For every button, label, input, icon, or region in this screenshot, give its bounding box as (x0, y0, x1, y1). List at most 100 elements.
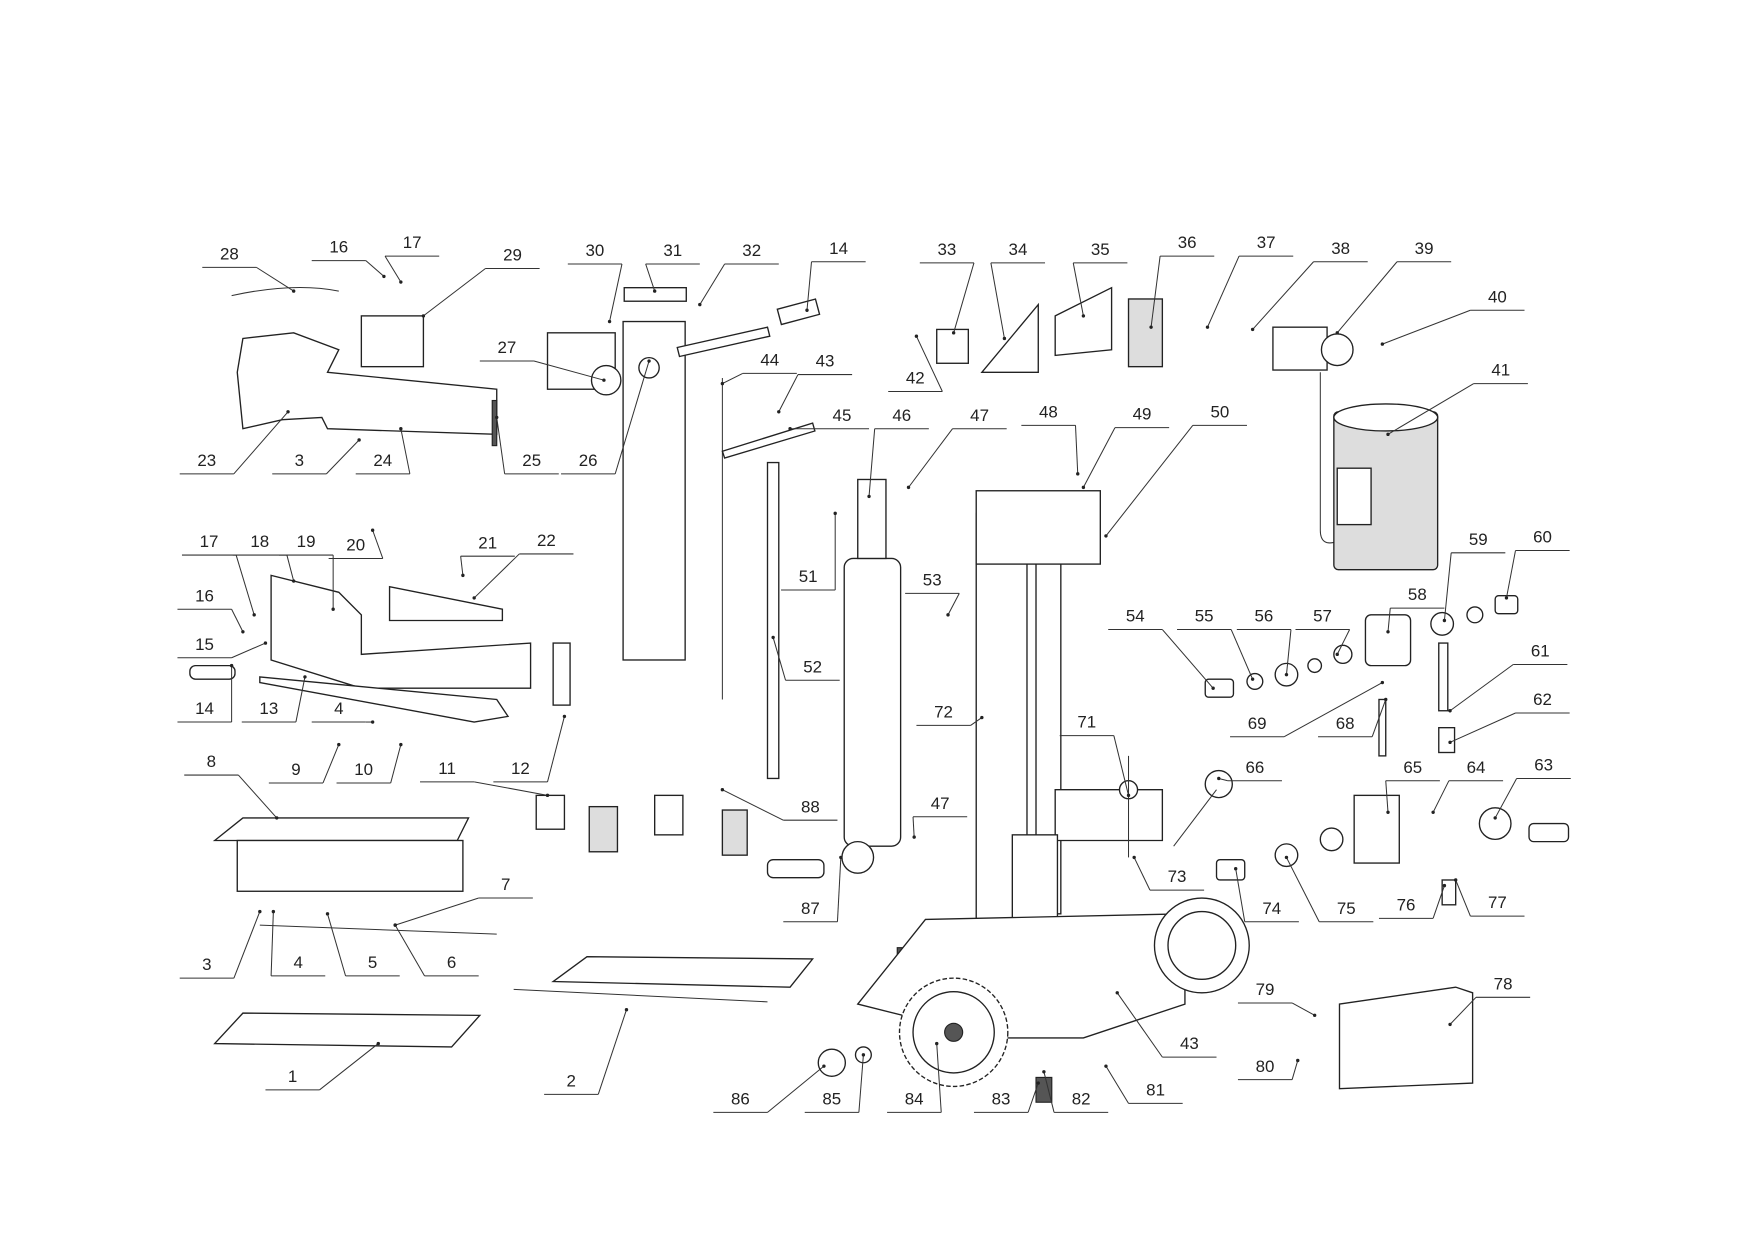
part-number-label: 86 (731, 1089, 750, 1108)
leader-dot (291, 289, 296, 293)
part-callout-44: 44 (720, 351, 797, 386)
part-callout-21: 21 (460, 533, 515, 578)
leader-line (722, 372, 743, 385)
leader-dot (291, 579, 296, 583)
part-callout-60: 60 (1504, 528, 1570, 600)
leader-line (400, 428, 411, 474)
part-number-label: 82 (1072, 1089, 1091, 1108)
leader-dot (1448, 740, 1452, 745)
part-callout-41: 41 (1386, 361, 1528, 437)
part-callout-55: 55 (1177, 607, 1255, 681)
leader-dot (1250, 327, 1255, 332)
leader-line (947, 593, 960, 616)
part-callout-77: 77 (1454, 878, 1525, 917)
part-callout-31: 31 (645, 241, 700, 293)
leader-line (1371, 699, 1387, 737)
part-callout-34: 34 (990, 240, 1046, 341)
leader-line (953, 262, 975, 333)
part-number-label: 6 (447, 953, 456, 972)
leader-line (1113, 735, 1130, 796)
leader-line (609, 263, 623, 322)
leader-dot (271, 909, 276, 914)
leader-dot (906, 485, 911, 490)
part-number-label: 73 (1168, 867, 1187, 886)
leader-dot (1454, 878, 1458, 882)
leader-line (547, 716, 565, 782)
part-callout-65: 65 (1385, 758, 1440, 814)
part-number-label: 55 (1195, 607, 1214, 626)
leader-line (1385, 780, 1389, 813)
part-number-label: 45 (833, 406, 852, 425)
part-number-label: 46 (892, 406, 911, 425)
part-number-label: 12 (511, 759, 530, 778)
leader-dot (1386, 630, 1390, 634)
part-number-label: 15 (195, 635, 214, 654)
part-callout-62: 62 (1448, 690, 1570, 745)
leader-line (322, 744, 340, 784)
part-number-label: 76 (1397, 895, 1416, 914)
leader-line (1116, 992, 1163, 1058)
leader-line (1449, 996, 1477, 1025)
part-number-label: 31 (663, 241, 682, 260)
leader-line (1027, 1082, 1039, 1113)
leader-dot (1380, 680, 1385, 685)
part-callout-10: 10 (336, 742, 403, 784)
part-callout-14: 14 (805, 239, 866, 312)
part-callout-20: 20 (328, 528, 384, 559)
part-number-label: 83 (992, 1089, 1011, 1108)
leader-line (270, 911, 274, 976)
leader-line (256, 266, 294, 292)
part-number-label: 58 (1408, 585, 1427, 604)
leader-dot (303, 675, 307, 679)
leader-dot (833, 511, 837, 516)
part-number-label: 38 (1331, 239, 1350, 258)
leader-dot (337, 742, 341, 747)
leader-line (645, 263, 656, 292)
part-number-label: 49 (1133, 405, 1152, 424)
part-callout-43: 43 (777, 352, 853, 414)
leader-line (327, 913, 347, 977)
part-callout-17: 17 (181, 532, 256, 617)
leader-line (990, 262, 1005, 339)
part-number-label: 3 (295, 451, 304, 470)
leader-dot (624, 1008, 629, 1012)
leader-line (1291, 1060, 1299, 1080)
leader-dot (1217, 776, 1221, 781)
leader-line (365, 260, 385, 277)
leader-line (1285, 629, 1292, 675)
part-callout-50: 50 (1104, 402, 1247, 538)
part-callout-79: 79 (1237, 980, 1317, 1018)
part-number-label: 21 (478, 533, 497, 552)
leader-line (394, 924, 425, 977)
leader-line (1043, 1071, 1055, 1113)
leader-dot (867, 494, 871, 499)
leader-line (1291, 1002, 1315, 1016)
part-number-label: 26 (579, 451, 598, 470)
part-number-label: 40 (1488, 287, 1507, 306)
leader-line (1082, 427, 1116, 488)
part-number-label: 23 (197, 451, 216, 470)
part-number-label: 44 (760, 351, 779, 370)
leader-dot (286, 410, 290, 414)
part-callout-76: 76 (1378, 883, 1447, 919)
part-number-label: 2 (566, 1071, 575, 1090)
main-frame (856, 490, 1186, 1039)
motor-assembly (1272, 326, 1456, 757)
part-callout-2: 2 (544, 1008, 629, 1095)
filter-plates (936, 286, 1164, 373)
part-callout-53: 53 (905, 571, 960, 617)
part-number-label: 63 (1534, 756, 1553, 775)
leader-line (767, 1065, 825, 1113)
part-callout-86: 86 (713, 1064, 826, 1113)
leader-dot (241, 630, 245, 634)
leader-dot (1284, 855, 1289, 860)
part-callout-68: 68 (1318, 697, 1388, 738)
part-number-label: 28 (220, 244, 239, 263)
part-number-label: 62 (1533, 690, 1552, 709)
leader-line (395, 897, 479, 926)
leader-dot (1386, 810, 1390, 814)
part-number-label: 27 (497, 338, 516, 357)
leader-dot (1284, 672, 1289, 677)
part-callout-8: 8 (184, 752, 279, 820)
